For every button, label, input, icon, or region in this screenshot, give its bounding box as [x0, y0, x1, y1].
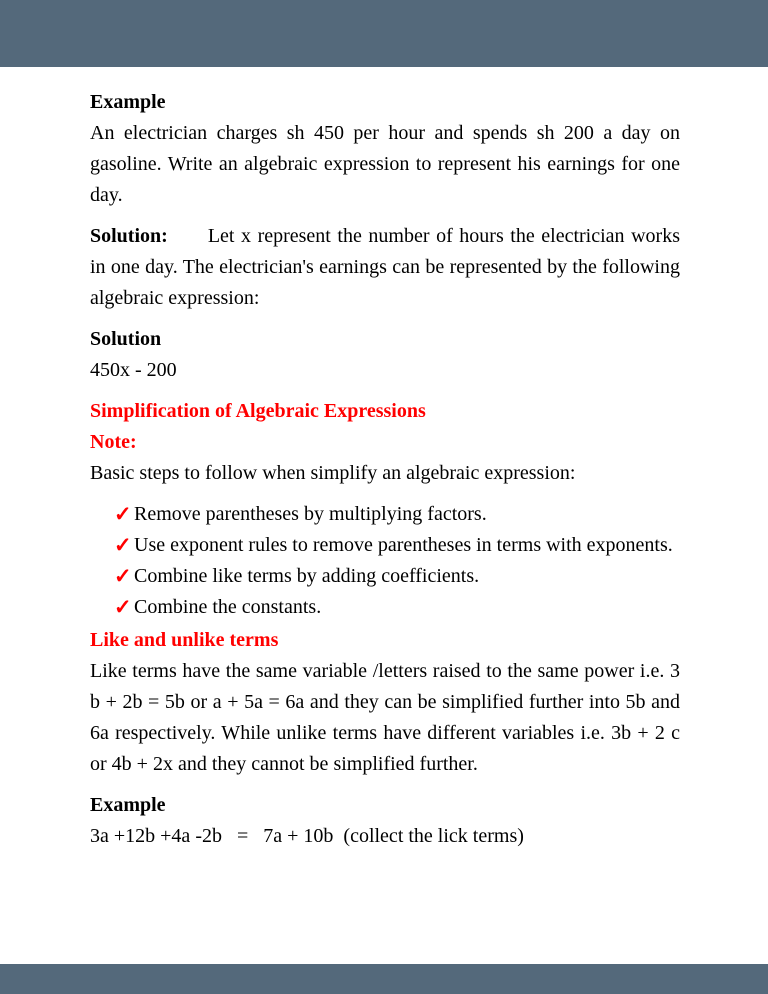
list-item: ✓Remove parentheses by multiplying facto… [90, 499, 680, 530]
note-label: Note: [90, 431, 137, 453]
checkmark-icon: ✓ [114, 564, 132, 588]
list-item-text: Use exponent rules to remove parentheses… [134, 534, 673, 556]
document-page: Example An electrician charges sh 450 pe… [0, 67, 768, 964]
list-item-text: Combine like terms by adding coefficient… [134, 565, 480, 587]
note-paragraph: Basic steps to follow when simplify an a… [90, 462, 576, 484]
checkmark-icon: ✓ [114, 533, 132, 557]
example-2-heading: Example [90, 794, 166, 816]
list-item-text: Combine the constants. [134, 596, 322, 618]
example-2-expression: 3a +12b +4a -2b = 7a + 10b (collect the … [90, 825, 524, 847]
solution-expression: 450x - 200 [90, 359, 177, 381]
checkmark-icon: ✓ [114, 502, 132, 526]
solution-text: Let x represent the number of hours the … [90, 225, 680, 309]
example-1-heading: Example [90, 91, 166, 113]
list-item: ✓Use exponent rules to remove parenthese… [90, 530, 680, 561]
like-unlike-heading: Like and unlike terms [90, 629, 279, 651]
list-item: ✓Combine the constants. [90, 592, 680, 623]
simplification-steps-list: ✓Remove parentheses by multiplying facto… [90, 499, 680, 623]
list-item-text: Remove parentheses by multiplying factor… [134, 503, 487, 525]
example-1-paragraph: An electrician charges sh 450 per hour a… [90, 122, 680, 206]
document-body: Example An electrician charges sh 450 pe… [90, 87, 680, 852]
simplification-heading: Simplification of Algebraic Expressions [90, 400, 426, 422]
solution-label: Solution: [90, 225, 168, 247]
solution-2-heading: Solution [90, 328, 162, 350]
like-unlike-paragraph: Like terms have the same variable /lette… [90, 660, 680, 775]
solution-paragraph: Solution:Let x represent the number of h… [90, 221, 680, 314]
checkmark-icon: ✓ [114, 595, 132, 619]
list-item: ✓Combine like terms by adding coefficien… [90, 561, 680, 592]
